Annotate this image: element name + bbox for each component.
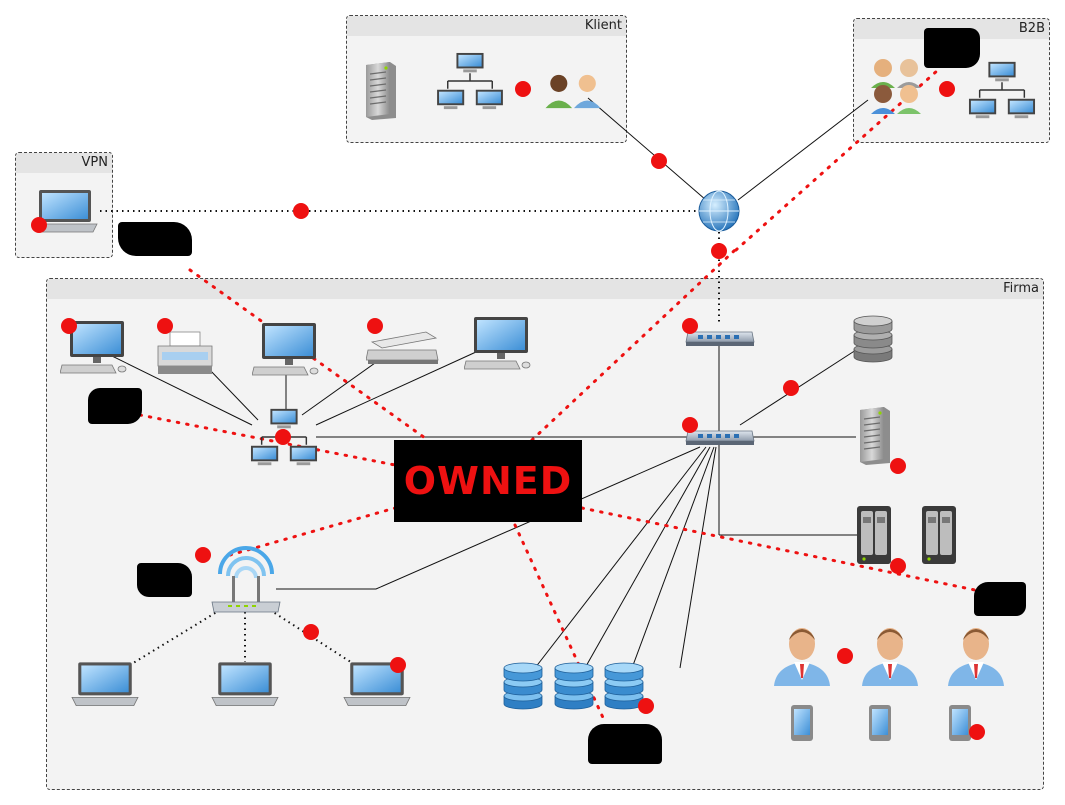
attack-paths <box>138 68 977 724</box>
server-tower-icon <box>859 406 891 466</box>
scanner-icon <box>366 331 439 365</box>
person-icon <box>862 628 918 686</box>
link-core-wifi <box>276 446 701 590</box>
compromise-dot <box>195 547 211 563</box>
printer-icon <box>157 331 213 375</box>
compromise-dot <box>969 724 985 740</box>
blot-stamp <box>88 388 142 424</box>
zone-header: Klient <box>347 16 626 36</box>
compromise-dot <box>939 81 955 97</box>
switch-icon <box>685 430 755 446</box>
link-desk3-lan <box>315 351 477 426</box>
compromise-dot <box>293 203 309 219</box>
compromise-dot <box>303 624 319 640</box>
network-icon <box>437 53 503 109</box>
wifi-router-icon <box>210 546 282 614</box>
compromise-dot <box>783 380 799 396</box>
attack-path-b2b <box>734 68 940 252</box>
link-core-db2 <box>584 446 711 669</box>
compromise-dot <box>31 217 47 233</box>
link-wifi-laptop3 <box>269 609 361 669</box>
owned-banner: OWNED <box>394 440 582 522</box>
person-icon <box>774 628 830 686</box>
compromise-dot <box>515 81 531 97</box>
zone-title-klient: Klient <box>584 18 622 33</box>
link-core-users <box>679 446 717 669</box>
link-core-db3 <box>631 446 715 669</box>
blot-stamp <box>924 28 980 68</box>
link-desk1-lan <box>109 354 253 426</box>
link-scanner-lan <box>301 357 383 416</box>
globe-icon <box>698 190 740 232</box>
person-icon <box>948 628 1004 686</box>
link-klient-internet <box>587 97 707 201</box>
server-tower-icon <box>365 62 397 120</box>
zone-title-vpn: VPN <box>81 155 108 170</box>
attack-path-wifi <box>228 506 397 557</box>
compromise-dot <box>837 648 853 664</box>
zone-header: Firma <box>47 279 1043 299</box>
link-printer-lan <box>207 367 259 421</box>
compromise-dot <box>367 318 383 334</box>
database-icon <box>503 662 543 710</box>
compromise-dot <box>651 153 667 169</box>
phone-icon <box>869 705 891 741</box>
phone-icon <box>949 705 971 741</box>
attack-path-nas <box>580 506 977 592</box>
phone-icon <box>791 705 813 741</box>
compromise-dot <box>157 318 173 334</box>
compromise-dot <box>711 243 727 259</box>
network-icon <box>969 62 1035 118</box>
database-icon <box>554 662 594 710</box>
zone-title-b2b: B2B <box>1018 21 1045 36</box>
attack-path-internet <box>530 248 737 442</box>
switch-icon <box>685 331 755 347</box>
compromise-dot <box>682 318 698 334</box>
laptop-icon <box>71 661 139 707</box>
blot-stamp <box>137 563 192 597</box>
desktop-icon <box>464 316 531 370</box>
database-icon <box>604 662 644 710</box>
link-b2b-internet <box>737 99 869 201</box>
solid-links <box>109 97 869 669</box>
blot-stamp <box>588 724 662 764</box>
nas-icon <box>857 506 891 564</box>
link-wifi-laptop1 <box>129 609 221 666</box>
desktop-icon <box>252 322 319 376</box>
compromise-dot <box>890 458 906 474</box>
compromise-dot <box>275 429 291 445</box>
users-icon <box>871 59 921 114</box>
users-icon <box>545 74 601 109</box>
nas-icon <box>922 506 956 564</box>
compromise-dot <box>682 417 698 433</box>
database-icon <box>853 315 893 363</box>
blot-stamp <box>118 222 192 256</box>
laptop-icon <box>211 661 279 707</box>
compromise-dot <box>61 318 77 334</box>
zone-header: VPN <box>16 153 112 173</box>
blot-stamp <box>974 582 1026 616</box>
zone-title-firma: Firma <box>1003 281 1039 296</box>
compromise-markers <box>31 81 985 740</box>
dotted-links <box>100 210 720 669</box>
compromise-dot <box>390 657 406 673</box>
compromise-dot <box>638 698 654 714</box>
compromise-dot <box>890 558 906 574</box>
